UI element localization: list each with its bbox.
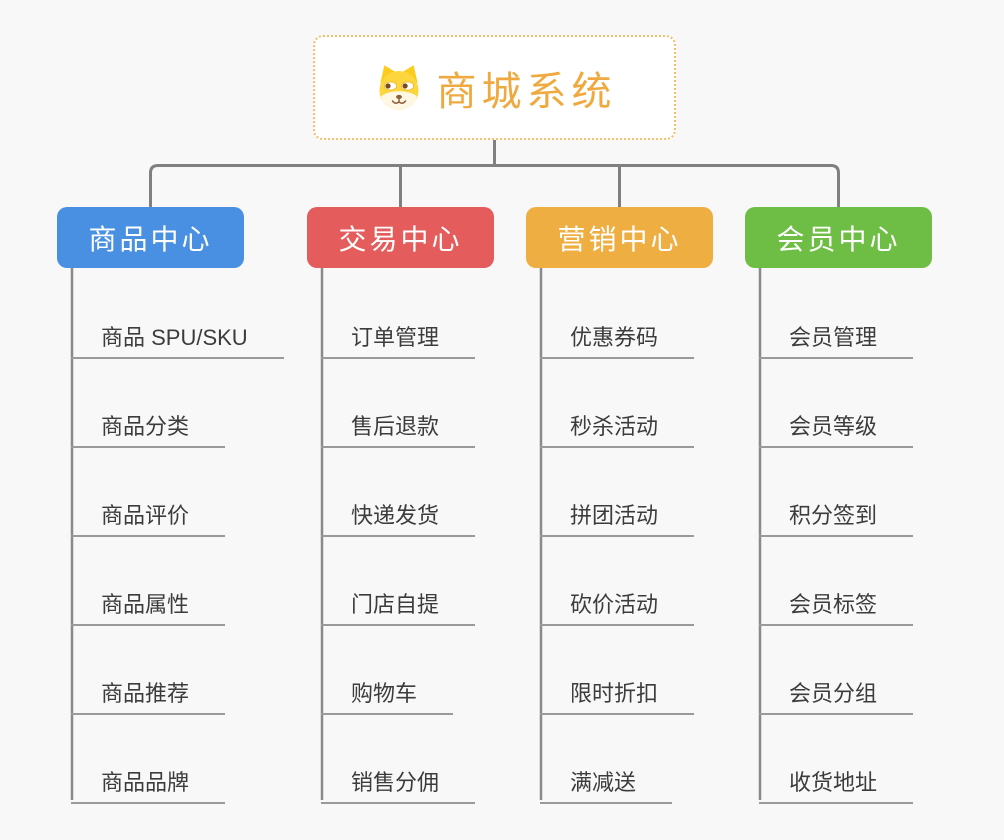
root-node-mall-system[interactable]: 商城系统: [313, 35, 676, 140]
root-node-title: 商城系统: [436, 69, 617, 114]
leaf-node[interactable]: 会员标签: [759, 579, 914, 626]
shiba-dog-icon: [379, 64, 418, 110]
leaf-node[interactable]: 商品推荐: [71, 668, 226, 715]
leaf-node[interactable]: 销售分佣: [321, 757, 476, 804]
leaf-node[interactable]: 拼团活动: [540, 490, 695, 537]
leaf-node[interactable]: 限时折扣: [540, 668, 695, 715]
branch-node-member-center[interactable]: 会员中心: [745, 207, 932, 268]
branch-node-trade-center[interactable]: 交易中心: [307, 207, 494, 268]
leaf-node[interactable]: 商品属性: [71, 579, 226, 626]
leaf-node[interactable]: 商品 SPU/SKU: [71, 312, 284, 359]
leaf-node[interactable]: 订单管理: [321, 312, 476, 359]
leaf-node[interactable]: 积分签到: [759, 490, 914, 537]
leaf-node[interactable]: 门店自提: [321, 579, 476, 626]
leaf-node[interactable]: 售后退款: [321, 401, 476, 448]
leaf-node[interactable]: 购物车: [321, 668, 454, 715]
leaf-node[interactable]: 商品评价: [71, 490, 226, 537]
leaf-node[interactable]: 满减送: [540, 757, 673, 804]
leaf-node[interactable]: 快递发货: [321, 490, 476, 537]
leaf-node[interactable]: 商品分类: [71, 401, 226, 448]
leaf-node[interactable]: 秒杀活动: [540, 401, 695, 448]
leaf-node[interactable]: 商品品牌: [71, 757, 226, 804]
branch-node-product-center[interactable]: 商品中心: [57, 207, 244, 268]
leaf-node[interactable]: 优惠券码: [540, 312, 695, 359]
leaf-node[interactable]: 砍价活动: [540, 579, 695, 626]
branch-node-marketing-center[interactable]: 营销中心: [526, 207, 713, 268]
leaf-node[interactable]: 会员等级: [759, 401, 914, 448]
leaf-node[interactable]: 收货地址: [759, 757, 914, 804]
leaf-node[interactable]: 会员管理: [759, 312, 914, 359]
leaf-node[interactable]: 会员分组: [759, 668, 914, 715]
